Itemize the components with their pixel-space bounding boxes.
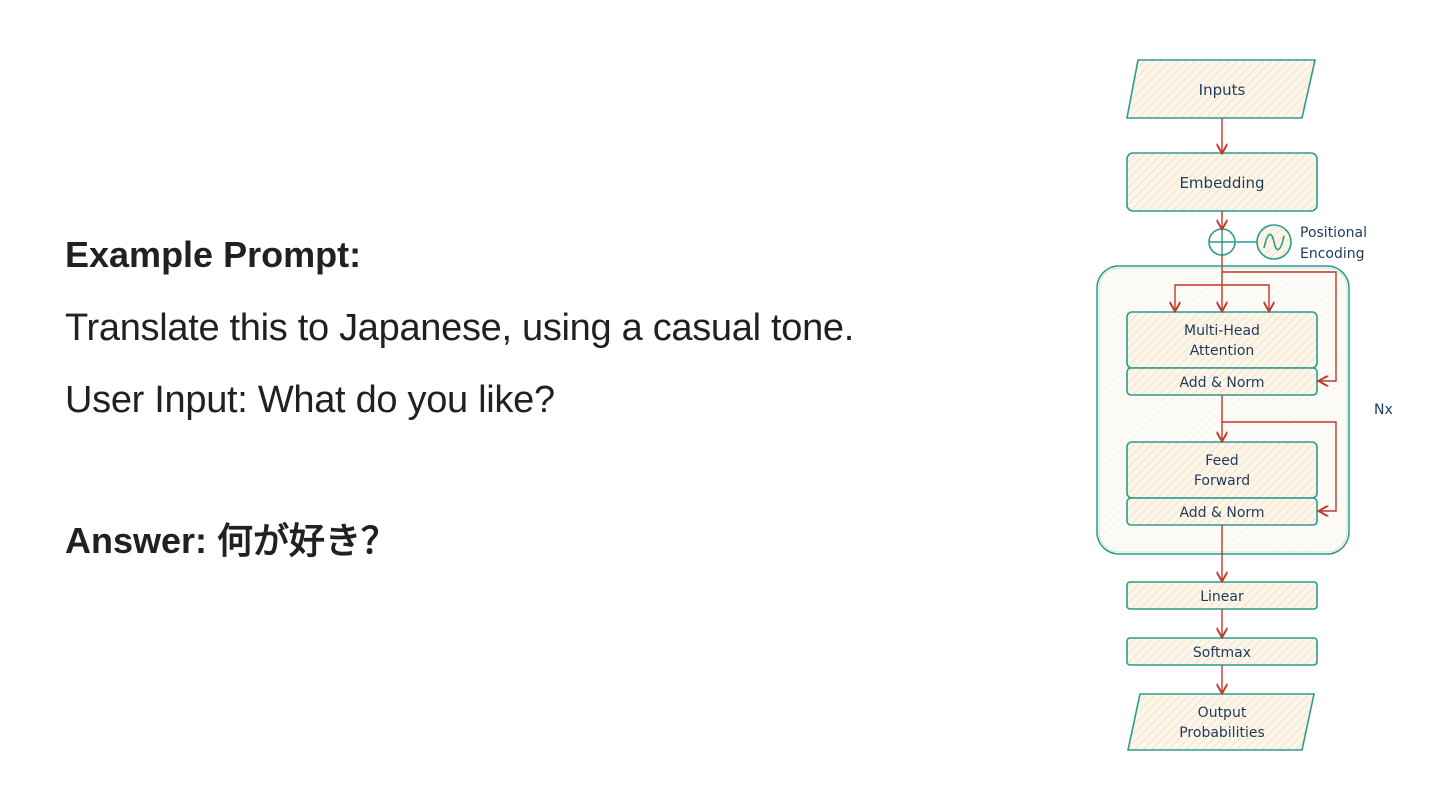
nx-label: Nx <box>1374 402 1393 418</box>
multi-head-attention-node: Multi-Head Attention <box>1126 311 1318 369</box>
output-probabilities-node: Output Probabilities <box>1127 693 1315 751</box>
diagram-arrows <box>1175 118 1337 692</box>
positional-encoding-icon <box>1256 224 1292 260</box>
linear-label: Linear <box>1200 589 1244 605</box>
prompt-heading: Example Prompt: <box>65 234 362 275</box>
slide-text: Example Prompt: Translate this to Japane… <box>65 228 1025 568</box>
user-input-text: User Input: What do you like? <box>65 379 555 421</box>
output-label-1: Output <box>1198 705 1247 721</box>
softmax-label: Softmax <box>1193 645 1251 661</box>
answer-label: Answer: <box>65 520 208 561</box>
inputs-node: Inputs <box>1126 59 1316 119</box>
add-norm-node-2: Add & Norm <box>1126 497 1318 526</box>
linear-node: Linear <box>1126 581 1318 610</box>
mha-label-1: Multi-Head <box>1184 323 1260 339</box>
ff-label-1: Feed <box>1205 453 1238 469</box>
encoder-block <box>1096 265 1350 555</box>
positional-label-2: Encoding <box>1300 246 1365 262</box>
mha-label-2: Attention <box>1190 343 1255 359</box>
ff-label-2: Forward <box>1194 473 1250 489</box>
answer-text: 何が好き？ <box>217 520 398 561</box>
embedding-label: Embedding <box>1179 174 1264 192</box>
embedding-node: Embedding <box>1126 152 1318 212</box>
add-norm-label-1: Add & Norm <box>1179 375 1264 391</box>
feed-forward-node: Feed Forward <box>1126 441 1318 499</box>
output-label-2: Probabilities <box>1179 725 1265 741</box>
transformer-diagram: Inputs Embedding Positional Encoding Mul… <box>1096 59 1393 751</box>
positional-label-1: Positional <box>1300 225 1367 241</box>
add-norm-label-2: Add & Norm <box>1179 505 1264 521</box>
add-norm-node-1: Add & Norm <box>1126 367 1318 396</box>
add-circle <box>1208 228 1236 256</box>
instruction-text: Translate this to Japanese, using a casu… <box>65 307 855 349</box>
answer: Answer:何が好き？ <box>65 514 1025 568</box>
softmax-node: Softmax <box>1126 637 1318 666</box>
inputs-label: Inputs <box>1199 81 1246 99</box>
